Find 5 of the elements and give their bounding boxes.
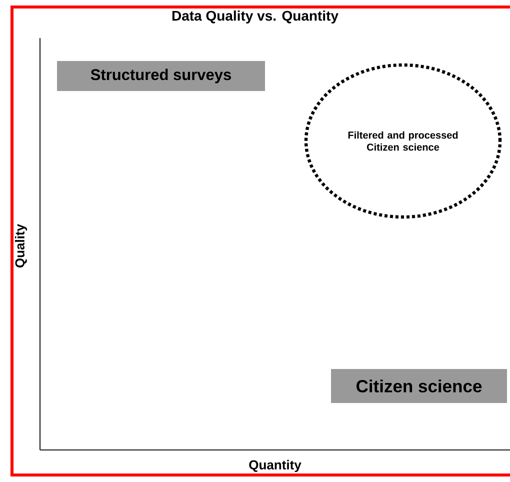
axis-label: Quality — [14, 224, 28, 268]
label-box: Structured surveys — [57, 61, 265, 91]
label-box: Citizen science — [331, 369, 507, 403]
axis-label: Quantity — [249, 460, 302, 472]
title: Data Quality vs. Quantity — [172, 10, 338, 24]
